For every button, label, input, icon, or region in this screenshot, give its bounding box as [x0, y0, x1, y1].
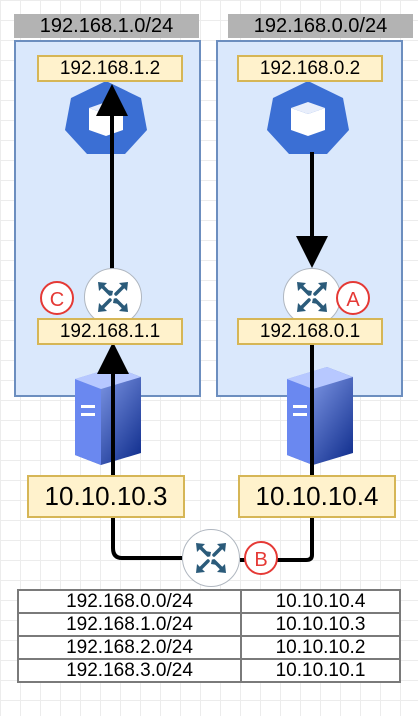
router-icon	[283, 268, 341, 326]
route-next-hop: 10.10.10.2	[240, 635, 401, 660]
router-ip-right: 192.168.0.1	[237, 318, 383, 345]
routing-table: 192.168.0.0/24 10.10.10.4 192.168.1.0/24…	[16, 589, 401, 683]
kubernetes-pod-icon	[267, 81, 349, 154]
router-ip-left: 192.168.1.1	[37, 318, 183, 345]
router-icon	[84, 268, 142, 326]
pod-ip-right: 192.168.0.2	[237, 55, 383, 82]
table-row: 192.168.0.0/24 10.10.10.4	[16, 589, 401, 614]
table-row: 192.168.1.0/24 10.10.10.3	[16, 612, 401, 637]
subnet-header-left: 192.168.1.0/24	[14, 14, 199, 38]
route-next-hop: 10.10.10.4	[240, 589, 401, 614]
route-destination: 192.168.2.0/24	[16, 635, 243, 660]
badge-a: A	[336, 281, 370, 315]
server-ip-right: 10.10.10.4	[238, 475, 396, 518]
server-ip-left: 10.10.10.3	[27, 475, 185, 518]
badge-c: C	[40, 281, 74, 315]
route-next-hop: 10.10.10.3	[240, 612, 401, 637]
route-destination: 192.168.0.0/24	[16, 589, 243, 614]
badge-b: B	[244, 541, 278, 575]
table-row: 192.168.2.0/24 10.10.10.2	[16, 635, 401, 660]
server-icon	[75, 367, 141, 465]
subnet-header-right: 192.168.0.0/24	[228, 14, 413, 38]
pod-ip-left: 192.168.1.2	[37, 55, 183, 82]
server-icon	[287, 367, 353, 465]
table-row: 192.168.3.0/24 10.10.10.1	[16, 658, 401, 683]
route-destination: 192.168.1.0/24	[16, 612, 243, 637]
route-next-hop: 10.10.10.1	[240, 658, 401, 683]
router-icon	[182, 529, 240, 587]
route-destination: 192.168.3.0/24	[16, 658, 243, 683]
